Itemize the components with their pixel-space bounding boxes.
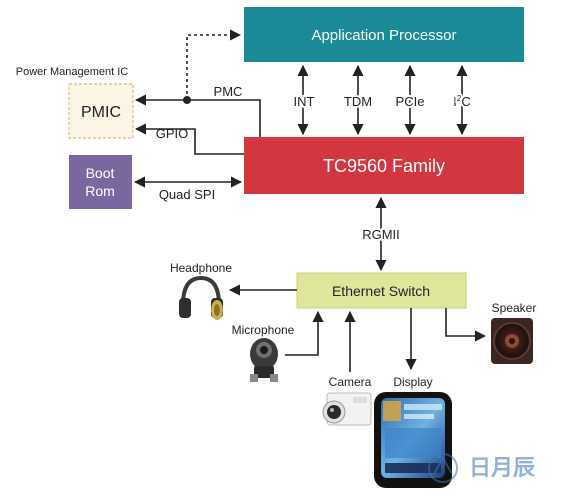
watermark-logo-icon <box>428 453 458 483</box>
int-label: INT <box>294 94 315 109</box>
speaker-icon <box>491 318 533 364</box>
speaker-label: Speaker <box>492 301 537 315</box>
ethernet-switch-block: Ethernet Switch <box>296 272 467 309</box>
application-processor-label: Application Processor <box>311 27 456 44</box>
pmic-label: PMIC <box>81 104 121 121</box>
pmic-caption: Power Management IC <box>16 66 129 78</box>
display-label: Display <box>393 375 432 389</box>
tc9560-block: TC9560 Family <box>244 137 524 194</box>
headphone-icon <box>179 275 223 320</box>
pmic-junction-dot <box>183 96 191 104</box>
watermark: 日月辰 <box>428 453 535 483</box>
gpio-link <box>134 123 244 155</box>
camera-label: Camera <box>329 375 372 389</box>
pmc-link <box>134 94 261 137</box>
microphone-link <box>285 310 324 356</box>
application-processor-block: Application Processor <box>244 7 524 62</box>
boot-rom-block: Boot Rom <box>69 155 132 209</box>
pcie-label: PCIe <box>396 94 425 109</box>
gpio-label: GPIO <box>156 126 189 141</box>
display-icon <box>374 392 452 488</box>
connections <box>133 29 487 372</box>
rgmii-label: RGMII <box>362 227 400 242</box>
ethernet-switch-label: Ethernet Switch <box>332 283 430 299</box>
i2c-label: I2C <box>453 94 470 109</box>
microphone-icon <box>250 338 278 382</box>
pmic-block: PMIC <box>68 83 134 139</box>
tc9560-label: TC9560 Family <box>323 156 445 176</box>
watermark-text: 日月辰 <box>469 456 535 481</box>
tdm-label: TDM <box>344 94 372 109</box>
boot-rom-label-line1: Boot <box>86 165 115 181</box>
speaker-link <box>445 308 487 342</box>
microphone-label: Microphone <box>232 323 295 337</box>
camera-icon <box>322 392 372 426</box>
boot-rom-label-line2: Rom <box>85 183 115 199</box>
pmc-label: PMC <box>214 84 243 99</box>
quad-spi-label: Quad SPI <box>159 187 215 202</box>
headphone-label: Headphone <box>170 261 232 275</box>
